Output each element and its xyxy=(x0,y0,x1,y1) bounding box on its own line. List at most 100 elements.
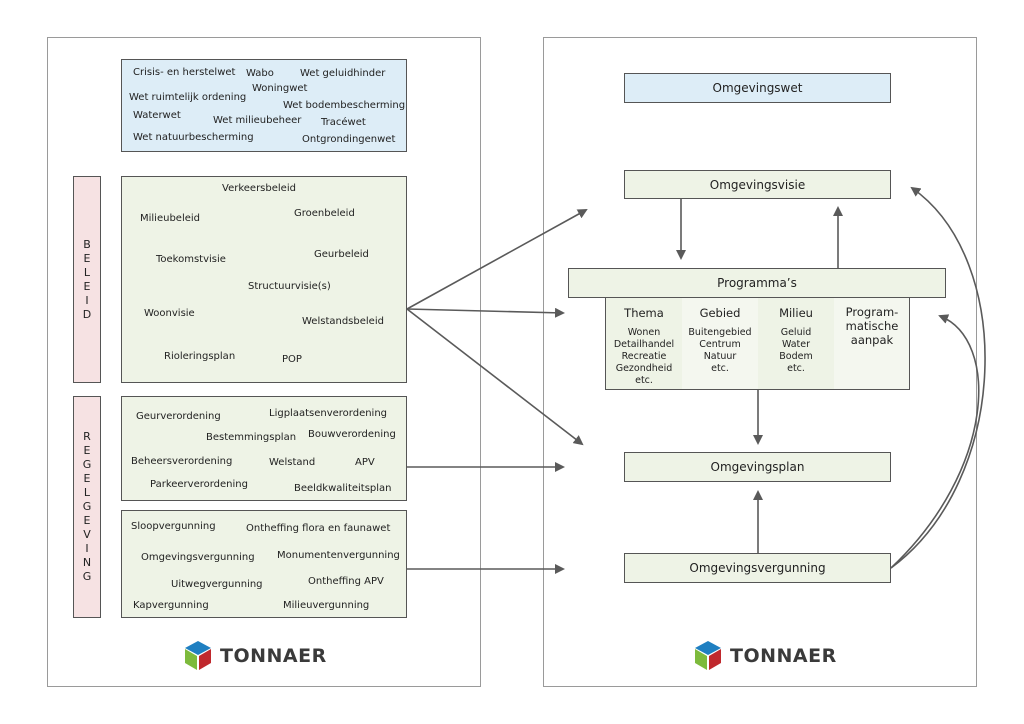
vergunning-item: Sloopvergunning xyxy=(131,521,216,532)
verordening-item: APV xyxy=(355,457,375,468)
vergunning-item: Uitwegvergunning xyxy=(171,579,263,590)
vergunning-item: Ontheffing APV xyxy=(308,576,384,587)
omgevingsvergunning-label: Omgevingsvergunning xyxy=(689,561,826,575)
vergunning-item: Monumentenvergunning xyxy=(277,550,400,561)
beleid-item: Rioleringsplan xyxy=(164,351,236,362)
vergunning-item: Kapvergunning xyxy=(133,600,209,611)
law-item: Wet milieubeheer xyxy=(213,115,302,126)
column-programmatische-aanpak: Program- matische aanpak xyxy=(834,305,910,353)
programmas-label: Programma’s xyxy=(717,276,797,290)
law-item: Wet bodembescherming xyxy=(283,100,406,111)
beleid-letter: E xyxy=(83,279,91,293)
regelgeving-letter: V xyxy=(83,528,91,541)
column-thema: Thema Wonen Detailhandel Recreatie Gezon… xyxy=(606,305,682,387)
verordening-item: Beheersverordening xyxy=(131,456,233,467)
omgevingsplan-label: Omgevingsplan xyxy=(710,460,805,474)
column-item: Gezondheid xyxy=(615,363,673,374)
verordening-item: Beeldkwaliteitsplan xyxy=(294,483,392,494)
beleid-item: Verkeersbeleid xyxy=(222,183,296,194)
column-header: Thema xyxy=(624,306,664,320)
regelgeving-letter: E xyxy=(83,444,91,457)
column-gebied: Gebied Buitengebied Centrum Natuur etc. xyxy=(682,305,758,375)
verordening-item: Bouwverordening xyxy=(308,429,396,440)
column-item: Detailhandel xyxy=(613,339,675,350)
column-header: Gebied xyxy=(699,306,741,320)
column-item: Centrum xyxy=(699,339,741,350)
beleid-item: Welstandsbeleid xyxy=(302,316,384,327)
omgevingsvergunning-box: Omgevingsvergunning xyxy=(624,553,891,583)
regelgeving-letter: G xyxy=(82,570,92,583)
column-item: Bodem xyxy=(779,351,813,362)
vergunning-item: Omgevingsvergunning xyxy=(141,552,255,563)
vergunning-item: Ontheffing flora en faunawet xyxy=(246,523,391,534)
column-item: etc. xyxy=(635,375,653,386)
verordeningen-box: Geurverordening Ligplaatsenverordening B… xyxy=(121,396,407,501)
tonnaer-logo: TONNAER xyxy=(694,641,837,671)
arrow-vergunning-programmas xyxy=(890,314,980,569)
beleid-item: POP xyxy=(282,354,302,365)
law-item: Waterwet xyxy=(133,110,181,121)
laws-box: Crisis- en herstelwet Wabo Wet geluidhin… xyxy=(121,59,407,152)
omgevingswet-box: Omgevingswet xyxy=(624,73,891,103)
law-item: Wet natuurbescherming xyxy=(133,132,254,143)
column-item: etc. xyxy=(711,363,729,374)
column-header: Program- matische aanpak xyxy=(845,305,899,347)
column-item: Recreatie xyxy=(621,351,667,362)
beleid-item: Structuurvisie(s) xyxy=(248,281,331,292)
law-item: Crisis- en herstelwet xyxy=(133,67,236,78)
beleid-box: Verkeersbeleid Milieubeleid Groenbeleid … xyxy=(121,176,407,383)
logo-text: TONNAER xyxy=(730,645,837,667)
regelgeving-letter: R xyxy=(83,430,91,443)
verordening-item: Ligplaatsenverordening xyxy=(269,408,388,419)
beleid-letter: L xyxy=(83,265,91,279)
programmas-box: Programma’s xyxy=(568,268,946,298)
verordening-item: Welstand xyxy=(269,457,316,468)
beleid-item: Toekomstvisie xyxy=(156,254,226,265)
arrow-vergunning-visie xyxy=(890,186,986,569)
omgevingsvisie-box: Omgevingsvisie xyxy=(624,170,891,199)
law-item: Tracéwet xyxy=(321,117,366,128)
beleid-letter: E xyxy=(83,251,91,265)
beleid-item: Woonvisie xyxy=(144,308,195,319)
vergunningen-box: Sloopvergunning Ontheffing flora en faun… xyxy=(121,510,407,618)
beleid-letter: I xyxy=(85,293,89,307)
regelgeving-letter: G xyxy=(82,500,92,513)
omgevingsvisie-label: Omgevingsvisie xyxy=(709,177,806,192)
law-item: Wet ruimtelijk ordening xyxy=(129,92,247,103)
beleid-item: Geurbeleid xyxy=(314,249,369,260)
column-item: Natuur xyxy=(703,351,737,362)
beleid-item: Milieubeleid xyxy=(140,213,201,224)
regelgeving-letter: L xyxy=(83,486,91,499)
law-item: Ontgrondingenwet xyxy=(302,134,396,145)
logo-text: TONNAER xyxy=(220,645,327,667)
column-milieu: Milieu Geluid Water Bodem etc. xyxy=(758,305,834,375)
tonnaer-logo-icon xyxy=(695,641,721,670)
regelgeving-letter: E xyxy=(83,514,91,527)
beleid-item: Groenbeleid xyxy=(294,208,355,219)
law-item: Woningwet xyxy=(252,83,308,94)
column-item: Wonen xyxy=(627,327,661,338)
omgevingsplan-box: Omgevingsplan xyxy=(624,452,891,482)
regelgeving-letter: E xyxy=(83,472,91,485)
arrow-beleid-programmas xyxy=(406,307,565,318)
column-header: Milieu xyxy=(779,306,813,320)
law-item: Wet geluidhinder xyxy=(300,68,386,79)
beleid-letter: B xyxy=(83,237,91,251)
verordening-item: Parkeerverordening xyxy=(150,479,248,490)
programma-columns: Thema Wonen Detailhandel Recreatie Gezon… xyxy=(605,298,910,390)
regelgeving-letter: I xyxy=(85,542,89,555)
regelgeving-letter: G xyxy=(82,458,92,471)
column-item: Water xyxy=(781,339,811,350)
verordening-item: Bestemmingsplan xyxy=(206,432,297,443)
tonnaer-logo: TONNAER xyxy=(184,641,327,671)
vergunning-item: Milieuvergunning xyxy=(283,600,370,611)
verordening-item: Geurverordening xyxy=(136,411,221,422)
regelgeving-letter: N xyxy=(82,556,92,569)
beleid-letter: D xyxy=(82,307,92,321)
column-item: Geluid xyxy=(780,327,812,338)
arrow-beleid-plan xyxy=(406,308,584,446)
column-bg-milieu xyxy=(758,298,834,389)
